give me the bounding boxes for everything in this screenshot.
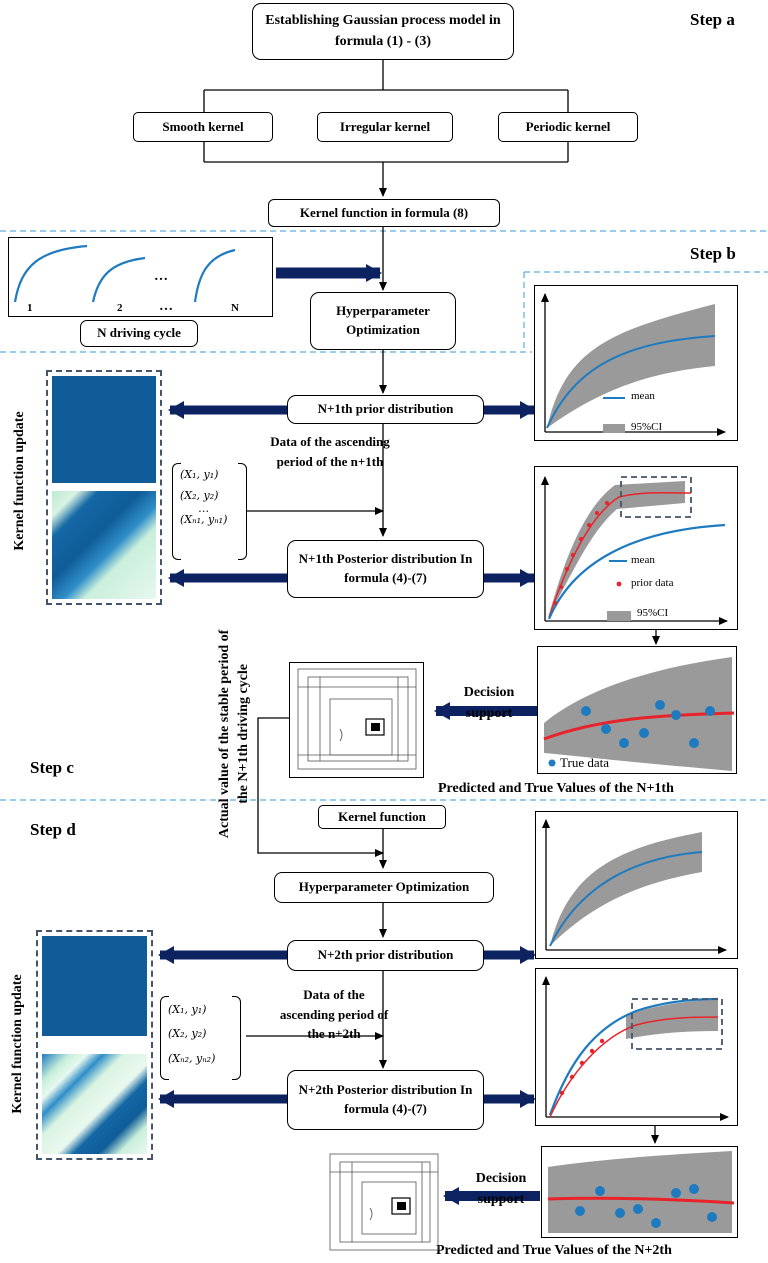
- irregular-kernel-box: Irregular kernel: [317, 112, 453, 142]
- step-d-label: Step d: [30, 820, 76, 839]
- matrix-1: (X₁, y₁) (X₂, y₂) … (Xₙ₁, yₙ₁): [180, 468, 227, 528]
- predicted-true-label-1: Predicted and True Values of the N+1th: [438, 781, 674, 796]
- cycle-dots-2: …: [159, 299, 173, 314]
- prediction-chart-1: True data: [537, 646, 737, 774]
- matrix-bracket-right-2: [232, 996, 241, 1080]
- legend-true-data: True data: [560, 755, 609, 770]
- driving-cycle-panel: 1 2 … … N: [8, 237, 273, 317]
- hyperparameter-optimization-2: Hyperparameter Optimization: [274, 872, 494, 903]
- decision-support-label-1: Decision support: [463, 685, 515, 721]
- cycle-num-N: N: [231, 302, 239, 314]
- matrix-bracket-left-1: [172, 463, 181, 560]
- matrix-1-row-1: (X₁, y₁): [180, 468, 219, 481]
- cycle-num-2: 2: [117, 302, 123, 314]
- prediction-chart-2: [541, 1146, 738, 1238]
- machine-drawing-2-svg: [329, 1153, 439, 1251]
- kernel-heatmap-prior-2: [42, 936, 147, 1036]
- kernel-heatmap-posterior-1: [52, 491, 156, 599]
- cycle-num-1: 1: [27, 302, 33, 314]
- gp-model-box: Establishing Gaussian process model in f…: [252, 3, 514, 60]
- predicted-true-label-2: Predicted and True Values of the N+2th: [436, 1243, 672, 1258]
- kernel-heatmap-posterior-2: [42, 1054, 147, 1154]
- posterior-chart-2: [535, 968, 738, 1126]
- legend-prior-data: prior data: [631, 577, 674, 589]
- driving-cycle-curves: [13, 244, 236, 303]
- machine-drawing-2: [326, 1148, 442, 1258]
- legend-mean-2: mean: [631, 554, 655, 566]
- posterior-chart-2-svg: [542, 976, 729, 1121]
- legend-ci-2: 95%CI: [637, 607, 669, 619]
- kernel-function-box-2: Kernel function: [318, 805, 446, 829]
- decision-support-label-2: Decision support: [475, 1171, 527, 1207]
- prior-chart-1-svg: [541, 293, 726, 436]
- smooth-kernel-box: Smooth kernel: [133, 112, 273, 142]
- n2-prior-distribution: N+2th prior distribution: [287, 940, 484, 971]
- machine-drawing-1: [289, 662, 424, 778]
- matrix-bracket-right-1: [238, 463, 247, 560]
- legend-mean-1: mean: [631, 390, 655, 402]
- actual-value-label: Actual value of the stable period of the…: [217, 629, 251, 839]
- cycle-dots-1: …: [154, 269, 168, 284]
- prediction-chart-1-svg: [543, 657, 735, 771]
- prior-chart-2-svg: [542, 819, 727, 954]
- data-ascending-label-1: Data of the ascending period of the n+1t…: [270, 434, 390, 469]
- hyperparameter-optimization-1: Hyperparameter Optimization: [310, 292, 456, 350]
- matrix-2-row-2: (X₂, y₂): [168, 1027, 207, 1041]
- n2-posterior-distribution: N+2th Posterior distribution In formula …: [287, 1070, 484, 1130]
- matrix-1-row-2: (X₂, y₂): [180, 489, 219, 503]
- step-a-label: Step a: [690, 10, 735, 29]
- n1-posterior-distribution: N+1th Posterior distribution In formula …: [287, 540, 484, 598]
- machine-drawing-1-svg: [297, 668, 417, 770]
- step-b-label: Step b: [690, 244, 736, 263]
- matrix-bracket-left-2: [160, 996, 169, 1080]
- step-c-label: Step c: [30, 758, 74, 777]
- n1-prior-distribution: N+1th prior distribution: [287, 395, 484, 424]
- kernel-update-label-1: Kernel function update: [12, 411, 27, 551]
- data-ascending-label-2: Data of the ascending period of the n+2t…: [279, 987, 389, 1041]
- periodic-kernel-box: Periodic kernel: [498, 112, 638, 142]
- legend-ci-1: 95%CI: [631, 421, 663, 433]
- kernel-update-panel-2: [36, 930, 153, 1160]
- prediction-chart-2-svg: [547, 1151, 735, 1233]
- matrix-2-row-3: (Xₙ₂, yₙ₂): [168, 1051, 216, 1065]
- prior-chart-1: mean 95%CI: [534, 285, 738, 441]
- prior-chart-2: [535, 811, 738, 959]
- matrix-2-row-1: (X₁, y₁): [168, 1003, 207, 1016]
- kernel-update-label-2: Kernel function update: [10, 974, 25, 1114]
- matrix-1-dots: …: [198, 501, 210, 515]
- kernel-update-panel-1: [46, 370, 162, 605]
- n-driving-cycle-box: N driving cycle: [80, 320, 198, 347]
- matrix-1-row-3: (Xₙ₁, yₙ₁): [180, 513, 228, 527]
- posterior-chart-1-svg: [541, 476, 728, 625]
- posterior-chart-1: mean prior data 95%CI: [534, 466, 738, 630]
- matrix-2: (X₁, y₁) (X₂, y₂) (Xₙ₂, yₙ₂): [168, 1003, 215, 1066]
- kernel-function-box: Kernel function in formula (8): [268, 199, 500, 227]
- kernel-heatmap-prior-1: [52, 376, 156, 483]
